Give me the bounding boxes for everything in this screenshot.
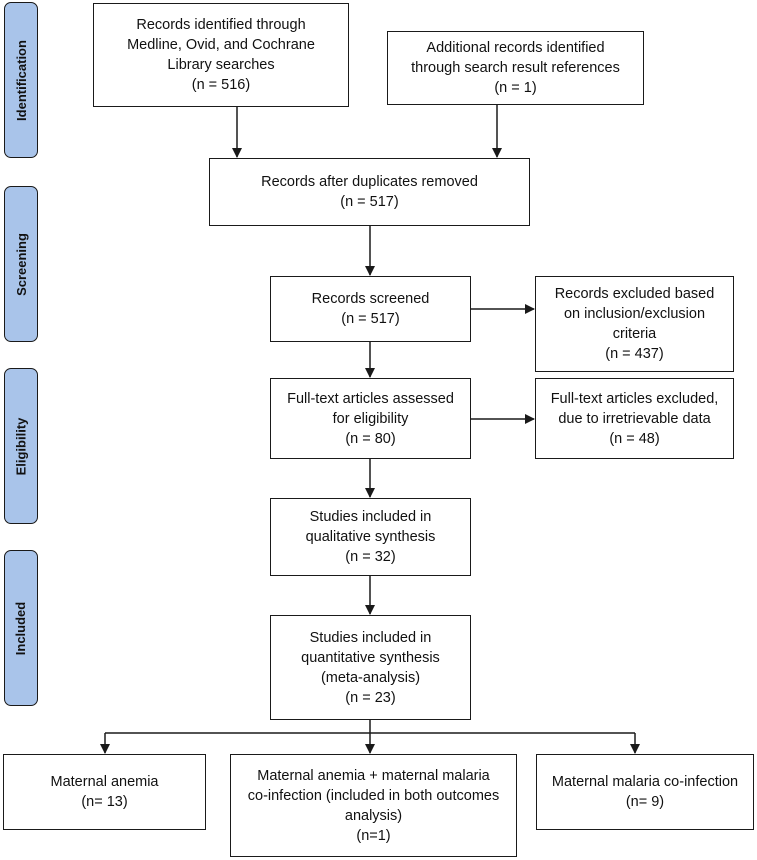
box-records-screened-text: Records screened (n = 517) (311, 291, 430, 327)
box-qualitative-synthesis-text: Studies included in qualitative synthesi… (305, 509, 436, 565)
box-malaria-coinfection: Maternal malaria co-infection (n= 9) (536, 754, 754, 830)
box-fulltext-excluded-text: Full-text articles excluded, due to irre… (550, 390, 719, 447)
phase-eligibility: Eligibility (4, 368, 38, 524)
phase-included: Included (4, 550, 38, 706)
box-anemia-malaria: Maternal anemia + maternal malaria co-in… (230, 754, 517, 857)
box-qualitative-synthesis: Studies included in qualitative synthesi… (270, 498, 471, 576)
box-additional-records: Additional records identified through se… (387, 31, 644, 105)
box-fulltext-assessed: Full-text articles assessed for eligibil… (270, 378, 471, 459)
box-quantitative-synthesis-text: Studies included in quantitative synthes… (301, 629, 440, 706)
box-maternal-anemia-text: Maternal anemia (n= 13) (50, 774, 159, 810)
box-after-duplicates: Records after duplicates removed (n = 51… (209, 158, 530, 226)
box-additional-records-text: Additional records identified through se… (411, 40, 620, 96)
box-anemia-malaria-text: Maternal anemia + maternal malaria co-in… (247, 767, 500, 844)
box-malaria-coinfection-text: Maternal malaria co-infection (n= 9) (551, 774, 739, 810)
box-fulltext-excluded: Full-text articles excluded, due to irre… (535, 378, 734, 459)
box-fulltext-assessed-text: Full-text articles assessed for eligibil… (287, 390, 454, 447)
box-records-screened: Records screened (n = 517) (270, 276, 471, 342)
box-records-excluded: Records excluded based on inclusion/excl… (535, 276, 734, 372)
box-records-excluded-text: Records excluded based on inclusion/excl… (554, 286, 715, 362)
box-maternal-anemia: Maternal anemia (n= 13) (3, 754, 206, 830)
box-after-duplicates-text: Records after duplicates removed (n = 51… (261, 174, 478, 210)
phase-identification: Identification (4, 2, 38, 158)
box-records-identified: Records identified through Medline, Ovid… (93, 3, 349, 107)
box-quantitative-synthesis: Studies included in quantitative synthes… (270, 615, 471, 720)
box-records-identified-text: Records identified through Medline, Ovid… (127, 17, 315, 93)
phase-screening: Screening (4, 186, 38, 342)
